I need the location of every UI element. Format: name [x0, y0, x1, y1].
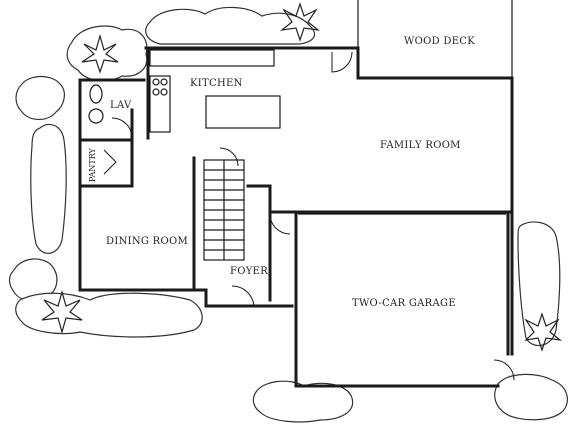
landscaping	[8, 2, 569, 423]
room-label-kitchen: KITCHEN	[190, 78, 243, 89]
room-label-family-room: FAMILY ROOM	[380, 140, 461, 151]
doors	[103, 51, 515, 381]
room-label-lav: LAV	[110, 100, 132, 111]
side-door	[493, 359, 515, 381]
shrub-bottom-left	[15, 292, 203, 338]
stair-door	[219, 147, 239, 167]
room-label-foyer: FOYER	[230, 266, 268, 277]
lav-door	[111, 117, 133, 139]
shrub-right	[517, 221, 561, 347]
lav-toilet	[89, 84, 103, 104]
kitchen-counter-top	[149, 49, 275, 67]
plant-star-lower	[41, 289, 83, 335]
deck-door	[331, 51, 353, 73]
shrub-top-left	[145, 6, 315, 45]
garage-entry-door	[269, 213, 291, 235]
kitchen-range	[149, 75, 171, 133]
room-label-wood-deck: WOOD DECK	[404, 36, 475, 47]
pantry-door	[103, 149, 117, 175]
foyer-door	[231, 285, 255, 307]
room-label-garage: TWO-CAR GARAGE	[352, 298, 456, 309]
shrub-left-mid	[15, 75, 65, 121]
room-label-dining-room: DINING ROOM	[106, 236, 188, 247]
walls	[78, 0, 514, 388]
shrub-left-long	[30, 123, 67, 254]
staircase	[203, 159, 245, 261]
shrub-bottom-right	[494, 373, 569, 421]
plant-star-top	[279, 2, 321, 42]
exterior-wall	[78, 46, 514, 388]
kitchen-island	[205, 95, 281, 129]
room-label-pantry: PANTRY	[88, 147, 97, 182]
plant-star-right	[524, 312, 563, 352]
plant-star-upper	[81, 33, 119, 74]
interior-wall	[78, 108, 298, 302]
lav-sink	[88, 108, 104, 124]
